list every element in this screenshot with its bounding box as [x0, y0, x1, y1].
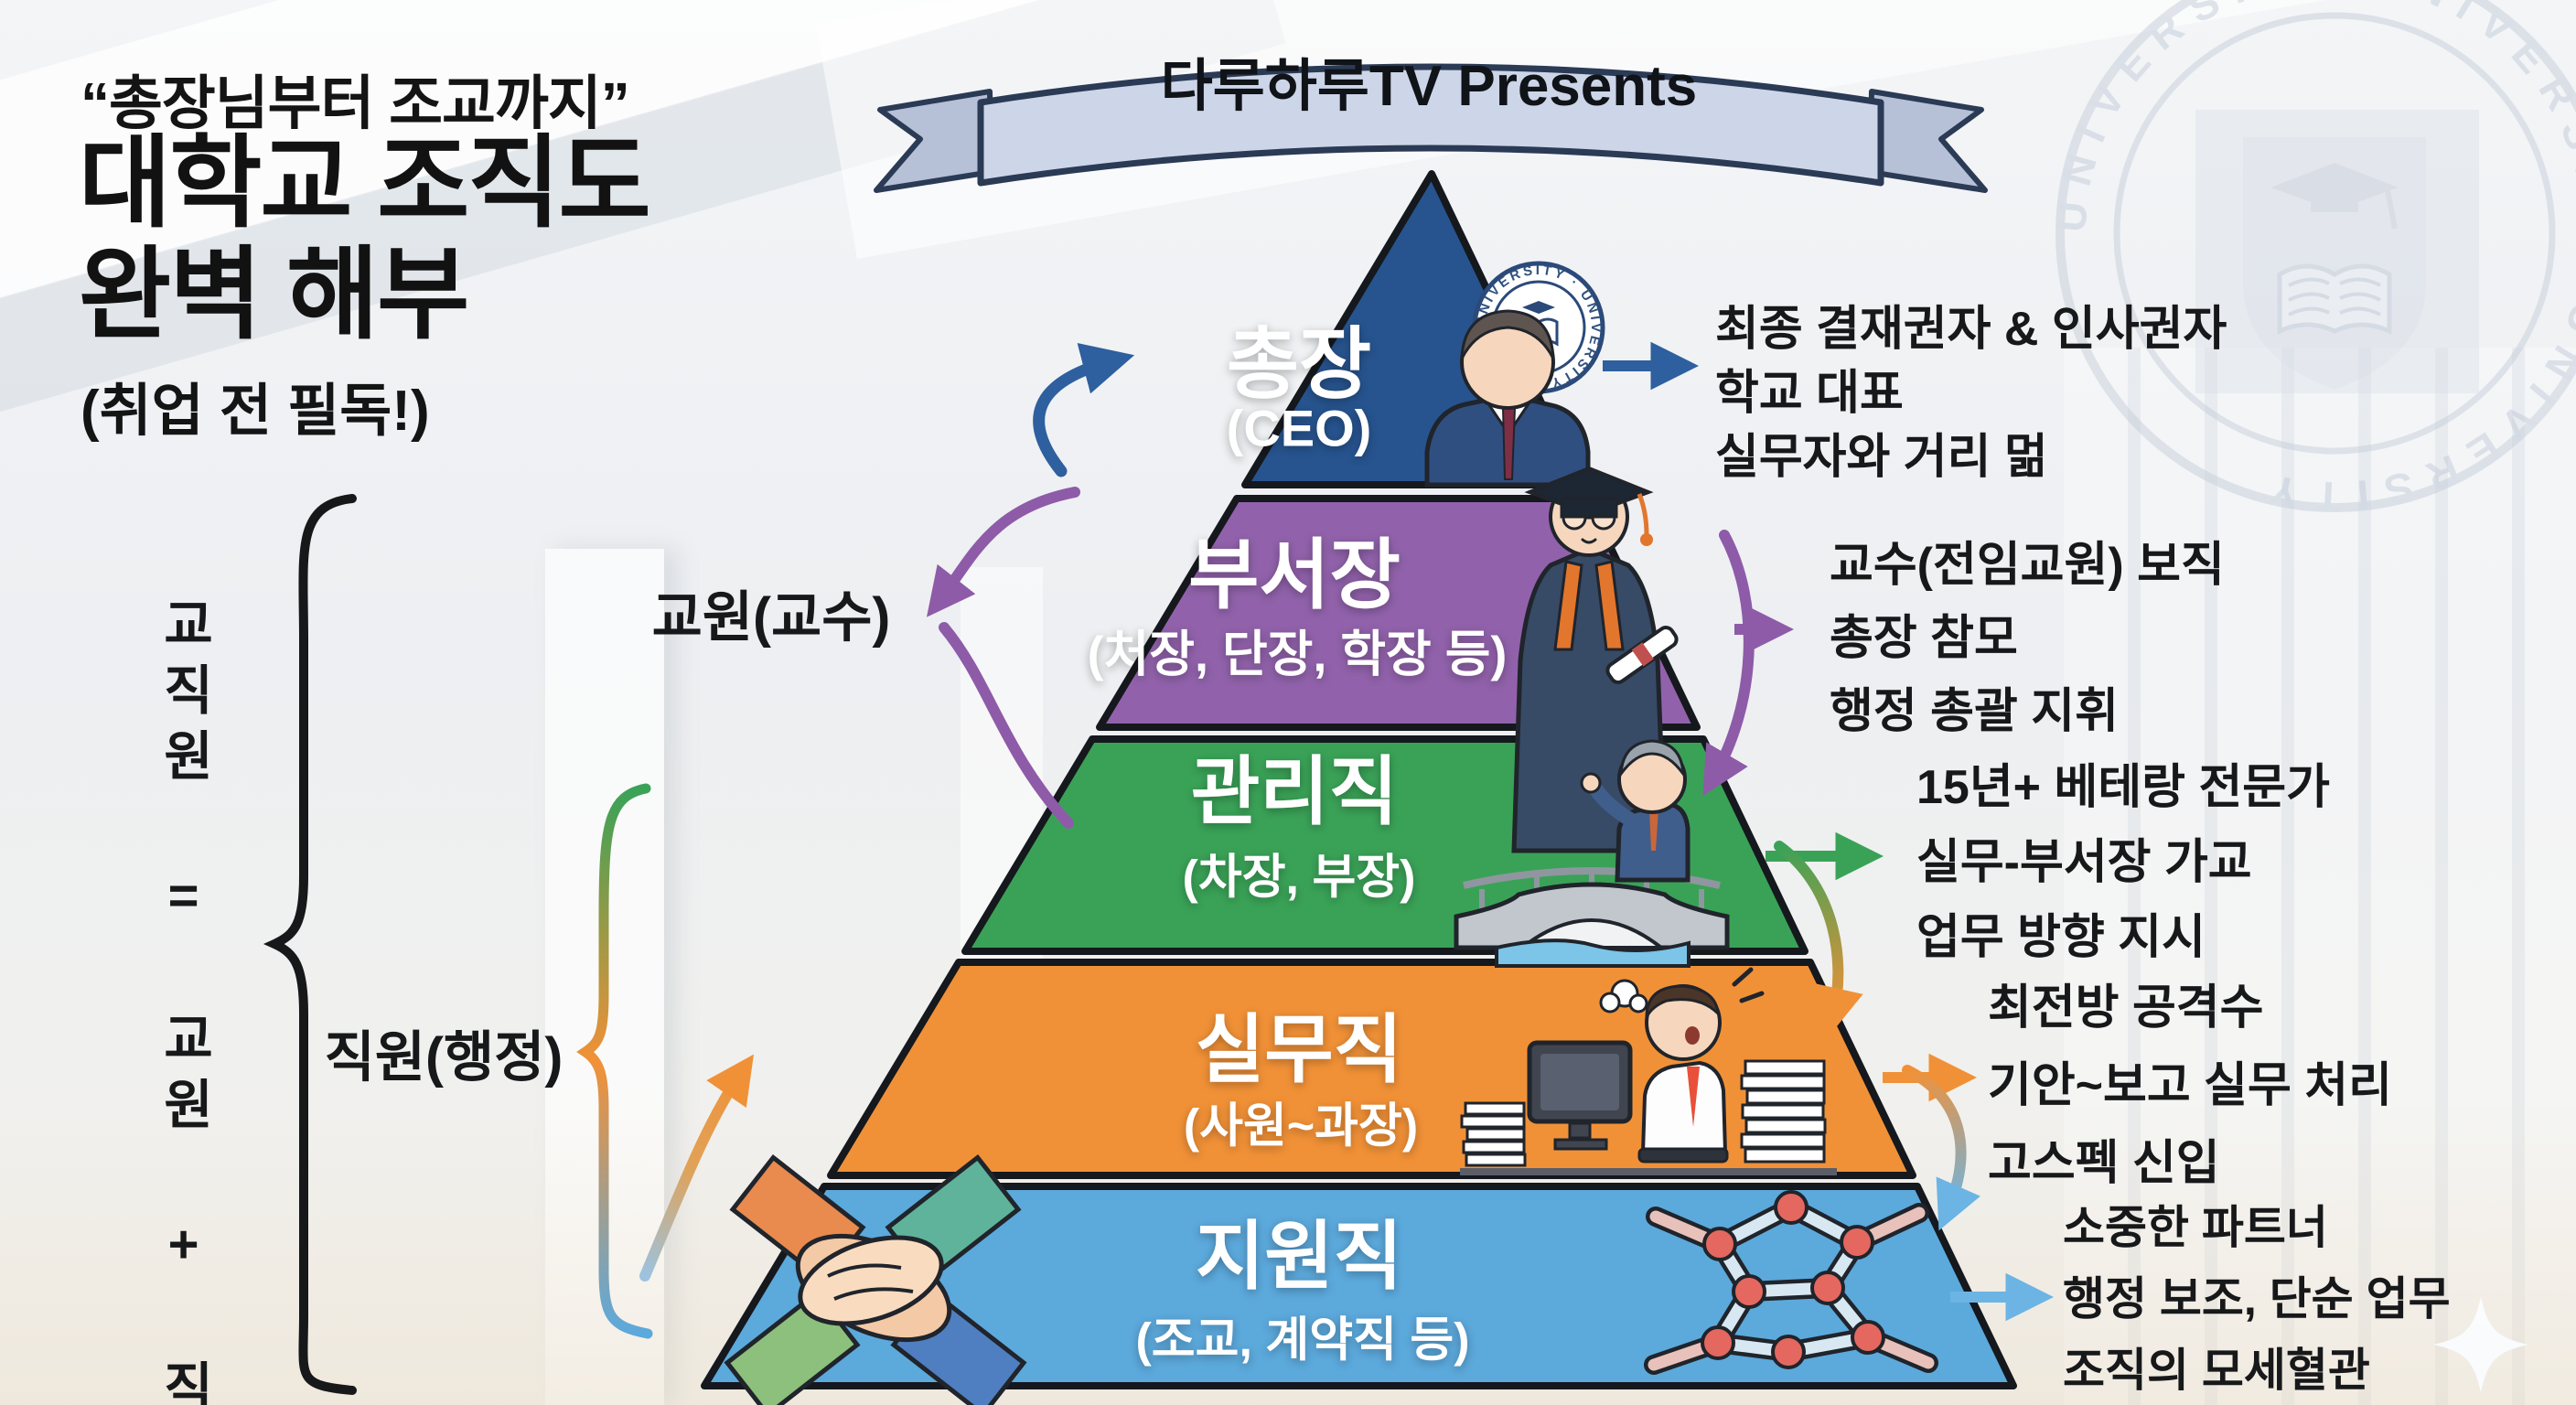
annotation-line: 실무자와 거리 멂 [1715, 431, 2048, 484]
hands-illustration [724, 1153, 1027, 1405]
annotation-line: 최전방 공격수 [1988, 981, 2264, 1035]
vertical-formula-label: 교직원 = 교원 + 직원 [154, 596, 213, 1405]
faculty-label: 교원(교수) [651, 586, 891, 649]
sparkle-icon [2433, 1297, 2528, 1392]
annotation-line: 실무-부서장 가교 [1916, 836, 2252, 889]
level-title-president: 총장 [1226, 320, 1372, 409]
annotation-line: 총장 참모 [1830, 612, 2018, 665]
level-subtitle-manager: (차장, 부장) [1182, 851, 1416, 905]
annotation-line: 조직의 모세혈관 [2063, 1345, 2370, 1396]
arrow-dept-to-manager [1702, 530, 1755, 797]
arrow-working-to-support [1902, 1065, 1980, 1231]
annotation-president: 최종 결재권자 & 인사권자 학교 대표 실무자와 거리 멂 [1715, 297, 2227, 489]
annotation-line: 최종 결재권자 & 인사권자 [1715, 303, 2227, 356]
header-quote: “총장님부터 조교까지” [80, 70, 630, 136]
level-subtitle-dept-head: (처장, 단장, 학장 등) [1087, 627, 1508, 682]
level-subtitle-working: (사원~과장) [1183, 1099, 1419, 1153]
annotation-dept-head: 교수(전임교원) 보직 총장 참모 행정 총괄 지휘 [1830, 529, 2225, 748]
annotation-working: 최전방 공격수 기안~보고 실무 처리 고스펙 신입 [1988, 970, 2392, 1203]
annotation-line: 업무 방향 지시 [1916, 911, 2206, 964]
brace-admin-staff [576, 783, 653, 1339]
network-illustration [1644, 1190, 1938, 1375]
annotation-line: 15년+ 베테랑 전문가 [1916, 761, 2330, 814]
brace-all-staff [263, 494, 357, 1395]
page-title-line2: 완벽 해부 [79, 239, 469, 351]
level-title-support: 지원직 [1195, 1215, 1403, 1299]
page-title-line1: 대학교 조직도 [79, 127, 651, 240]
arrow-manager-to-working [1774, 841, 1863, 1036]
annotation-line: 학교 대표 [1715, 367, 1904, 420]
annotation-support: 소중한 파트너 행정 보조, 단순 업무 조직의 모세혈관 [2063, 1192, 2451, 1405]
arrow-to-president [1033, 343, 1135, 477]
ribbon-banner [874, 63, 1988, 193]
level-title-manager: 관리직 [1190, 750, 1399, 834]
annotation-line: 행정 총괄 지휘 [1830, 685, 2119, 738]
annotation-line: 기안~보고 실무 처리 [1988, 1059, 2392, 1112]
arrow-faculty-label [926, 487, 1080, 829]
banner-title: 다루하루TV Presents [1160, 55, 1698, 118]
level-subtitle-president: (CEO) [1226, 399, 1372, 457]
level-subtitle-support: (조교, 계약직 등) [1135, 1314, 1470, 1367]
annotation-line: 소중한 파트너 [2063, 1202, 2328, 1253]
annotation-manager: 15년+ 베테랑 전문가 실무-부서장 가교 업무 방향 지시 [1916, 750, 2330, 975]
level-title-working: 실무직 [1195, 1008, 1403, 1092]
arrow-staff-up [639, 1054, 754, 1282]
ceo-illustration [1424, 309, 1591, 488]
staff-label: 직원(행정) [324, 1026, 564, 1089]
staff-illustration [1460, 967, 1837, 1175]
manager-illustration [1454, 739, 1730, 968]
annotation-line: 행정 보조, 단순 업무 [2063, 1273, 2451, 1325]
annotation-line: 고스펙 신입 [1988, 1137, 2220, 1190]
level-title-dept-head: 부서장 [1188, 531, 1401, 618]
annotation-line: 교수(전임교원) 보직 [1830, 539, 2225, 592]
header-note: (취업 전 필독!) [80, 380, 430, 443]
